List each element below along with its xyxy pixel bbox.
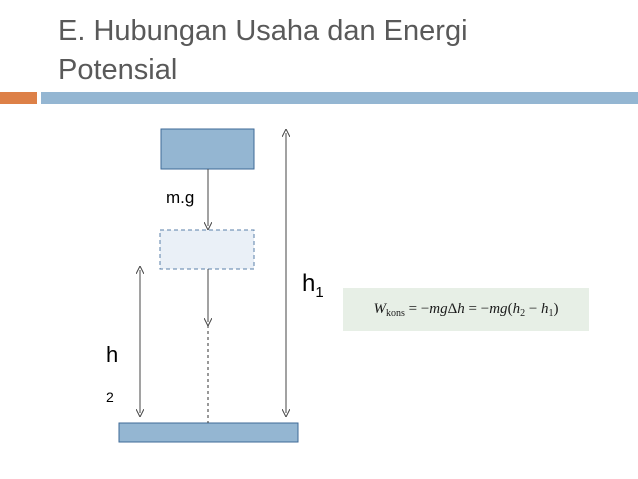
- h1-subscript: 1: [315, 284, 323, 301]
- formula-mg1: mg: [429, 300, 448, 317]
- formula-mg2: mg: [489, 300, 508, 317]
- formula-minus: −: [525, 300, 542, 317]
- slide-title: E. Hubungan Usaha dan Energi Potensial: [58, 12, 468, 90]
- formula-close: ): [553, 300, 559, 317]
- force-label: m.g: [166, 188, 194, 207]
- formula-h1-sub: 1: [548, 307, 554, 319]
- formula-eq2: = −: [464, 300, 490, 317]
- formula-w: W: [373, 300, 386, 317]
- formula-h1: h: [541, 300, 549, 317]
- formula-h: h: [457, 300, 465, 317]
- work-equation: Wkons = −mgΔh = −mg(h2 − h1): [373, 301, 558, 319]
- formula-box: Wkons = −mgΔh = −mg(h2 − h1): [343, 288, 589, 331]
- h2-label: h: [106, 342, 118, 367]
- title-line-2: Potensial: [58, 54, 178, 86]
- formula-open: (: [507, 300, 513, 317]
- title-line-1: E. Hubungan Usaha dan Energi: [58, 15, 468, 47]
- accent-bar-blue: [41, 92, 638, 104]
- accent-bar-orange: [0, 92, 37, 104]
- formula-w-sub: kons: [385, 307, 405, 319]
- formula-h2: h: [512, 300, 521, 317]
- formula-eq1: = −: [404, 300, 430, 317]
- h1-label: h1: [302, 270, 324, 301]
- formula-delta: Δ: [447, 300, 458, 317]
- h1-letter: h: [302, 270, 315, 297]
- top-block: [160, 128, 255, 170]
- formula-h2-sub: 2: [520, 307, 526, 319]
- ground-block: [118, 422, 299, 443]
- h2-subscript: 2: [106, 389, 114, 405]
- ghost-block: [159, 229, 255, 270]
